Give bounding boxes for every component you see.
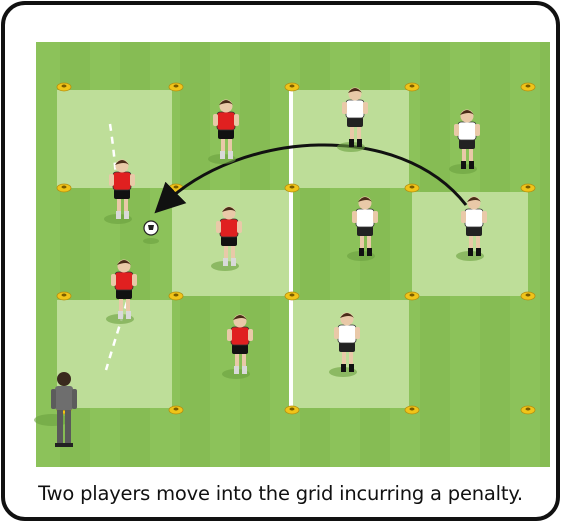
red-player-2 <box>211 206 242 271</box>
cone-icon <box>520 405 536 415</box>
cone-icon <box>168 82 184 92</box>
cone-icon <box>284 82 300 92</box>
pass-arrow <box>154 143 468 214</box>
cone-icon <box>284 291 300 301</box>
cone-icon <box>520 82 536 92</box>
cone-icon <box>520 183 536 193</box>
red-player-3 <box>222 314 253 379</box>
cones <box>56 82 536 415</box>
cone-icon <box>56 82 72 92</box>
cone-icon <box>520 291 536 301</box>
cone-icon <box>56 291 72 301</box>
dashed-run-paths <box>104 123 129 371</box>
white-player-2 <box>449 109 480 174</box>
cone-icon <box>404 183 420 193</box>
red-player-1 <box>208 99 239 164</box>
cone-icon <box>168 405 184 415</box>
white-player-1 <box>337 87 368 152</box>
white-player-5 <box>329 312 360 377</box>
white-player-3 <box>347 196 378 261</box>
cone-icon <box>56 183 72 193</box>
red-player-4 <box>104 159 135 224</box>
diagram-caption: Two players move into the grid incurring… <box>38 482 523 505</box>
cone-icon <box>404 291 420 301</box>
cone-icon <box>404 82 420 92</box>
cone-icon <box>404 405 420 415</box>
red-player-5 <box>106 259 137 324</box>
cone-icon <box>284 405 300 415</box>
ball-icon <box>143 220 159 244</box>
coach-icon <box>34 372 77 447</box>
white-player-4 <box>456 196 487 261</box>
cone-icon <box>284 183 300 193</box>
cone-icon <box>168 291 184 301</box>
